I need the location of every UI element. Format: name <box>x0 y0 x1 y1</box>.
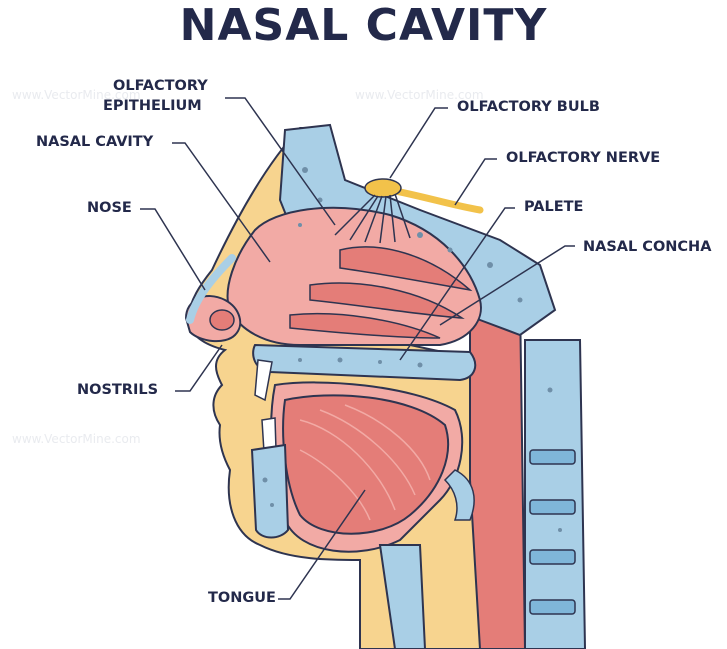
epiglottis <box>443 469 475 521</box>
leader-tongue <box>278 489 366 600</box>
leader-palete <box>399 207 515 361</box>
upper-teeth <box>254 359 273 402</box>
olfactory-epithelium-fibers <box>334 193 411 244</box>
label-olfactory-epithelium-2: EPITHELIUM <box>103 98 202 114</box>
label-tongue: TONGUE <box>208 590 276 606</box>
watermark: www.VectorMine.com <box>355 88 484 102</box>
pharynx-wall <box>469 299 527 649</box>
nostril <box>209 309 235 331</box>
label-nasal-concha: NASAL CONCHA <box>583 239 712 255</box>
label-olfactory-bulb: OLFACTORY BULB <box>457 99 600 115</box>
watermark: www.VectorMine.com <box>12 432 141 446</box>
label-palete: PALETE <box>524 199 584 215</box>
vertebrae <box>529 449 576 615</box>
page-title: NASAL CAVITY <box>179 0 548 51</box>
leader-nostrils <box>175 344 223 392</box>
leader-olfactory-epithelium <box>225 97 336 226</box>
leader-nose <box>140 208 206 291</box>
palate-bone <box>252 343 477 382</box>
leader-nasal-concha <box>439 245 575 326</box>
jaw-bone <box>250 443 290 539</box>
leader-nasal-cavity <box>172 142 271 263</box>
leader-olfactory-bulb <box>389 107 448 179</box>
leader-olfactory-nerve <box>454 158 497 206</box>
label-nasal-cavity: NASAL CAVITY <box>36 134 154 150</box>
nasal-concha <box>289 312 441 339</box>
larynx <box>378 544 427 649</box>
nasal-concha <box>309 282 465 319</box>
nasal-concha <box>339 246 473 292</box>
label-olfactory-nerve: OLFACTORY NERVE <box>506 150 661 166</box>
leader-lines <box>140 97 575 600</box>
label-olfactory-epithelium-1: OLFACTORY <box>113 78 208 94</box>
watermark: www.VectorMine.com <box>12 88 141 102</box>
label-nostrils: NOSTRILS <box>77 382 159 398</box>
olfactory-bulb <box>364 178 402 198</box>
label-nose: NOSE <box>87 200 132 216</box>
spine-column <box>524 339 587 649</box>
